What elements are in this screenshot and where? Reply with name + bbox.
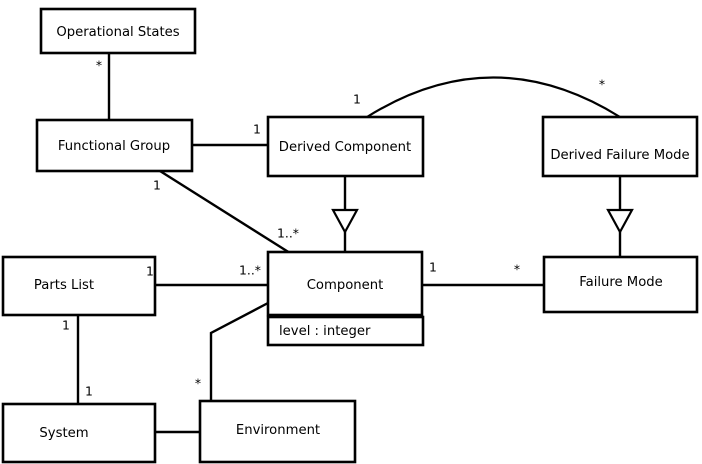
class-box-functional-group	[35, 118, 194, 173]
class-functional-group[interactable]: Functional Group	[35, 118, 194, 173]
class-derived-failure-mode[interactable]: Derived Failure Mode	[541, 115, 699, 178]
class-box-derived-component	[266, 115, 425, 178]
class-box-derived-failure-mode	[541, 115, 699, 178]
generalization-arrow-derived-failure-mode	[606, 208, 634, 235]
class-label-parts-list: Parts List	[34, 278, 94, 293]
multiplicity-parts-list-component: 1	[146, 264, 154, 279]
multiplicity-system-parts-list: 1	[85, 384, 93, 399]
generalization-arrow-derived-component	[331, 208, 359, 235]
multiplicity-parts-list-system: 1	[62, 318, 70, 333]
class-environment[interactable]: Environment	[198, 399, 357, 464]
multiplicity-derived-component-curve: 1	[353, 92, 361, 107]
class-label-system: System	[39, 426, 88, 441]
class-box-component	[266, 250, 424, 317]
multiplicity-functional-group-component: 1	[153, 178, 161, 193]
class-failure-mode[interactable]: Failure Mode	[542, 255, 699, 314]
multiplicity-component-from-parts-list: 1..*	[239, 263, 261, 278]
class-parts-list[interactable]: Parts List	[1, 255, 157, 317]
multiplicity-environment-component: *	[195, 376, 201, 391]
multiplicity-component-from-functional-group: 1..*	[277, 226, 299, 241]
class-system[interactable]: System	[1, 402, 157, 464]
association-derived-component-derived-failure-mode	[366, 76, 621, 118]
class-label-failure-mode: Failure Mode	[579, 275, 663, 290]
multiplicity-operational-states-functional-group: *	[96, 58, 102, 73]
class-operational-states[interactable]: Operational States	[39, 7, 197, 55]
multiplicity-derived-failure-mode-curve: *	[599, 77, 605, 92]
class-component[interactable]: Component level : integer	[266, 250, 425, 347]
class-label-derived-component: Derived Component	[279, 140, 411, 155]
class-label-functional-group: Functional Group	[58, 139, 170, 154]
class-box-operational-states	[39, 7, 197, 55]
class-label-component: Component	[307, 278, 384, 293]
class-box-environment	[198, 399, 357, 464]
class-box-system	[1, 402, 157, 464]
class-box-parts-list	[1, 255, 157, 317]
association-functional-group-component	[159, 169, 291, 255]
class-box-component-attributes	[266, 315, 425, 347]
class-attribute-component-level: level : integer	[279, 324, 371, 339]
class-label-operational-states: Operational States	[56, 25, 179, 40]
class-label-environment: Environment	[236, 423, 320, 438]
multiplicity-failure-mode-from-component: *	[514, 262, 520, 277]
class-box-failure-mode	[542, 255, 699, 314]
class-derived-component[interactable]: Derived Component	[266, 115, 425, 178]
multiplicity-functional-group-derived-component: 1	[253, 122, 261, 137]
multiplicity-component-failure-mode: 1	[429, 260, 437, 275]
association-environment-component	[209, 301, 269, 401]
class-label-derived-failure-mode: Derived Failure Mode	[550, 148, 689, 163]
